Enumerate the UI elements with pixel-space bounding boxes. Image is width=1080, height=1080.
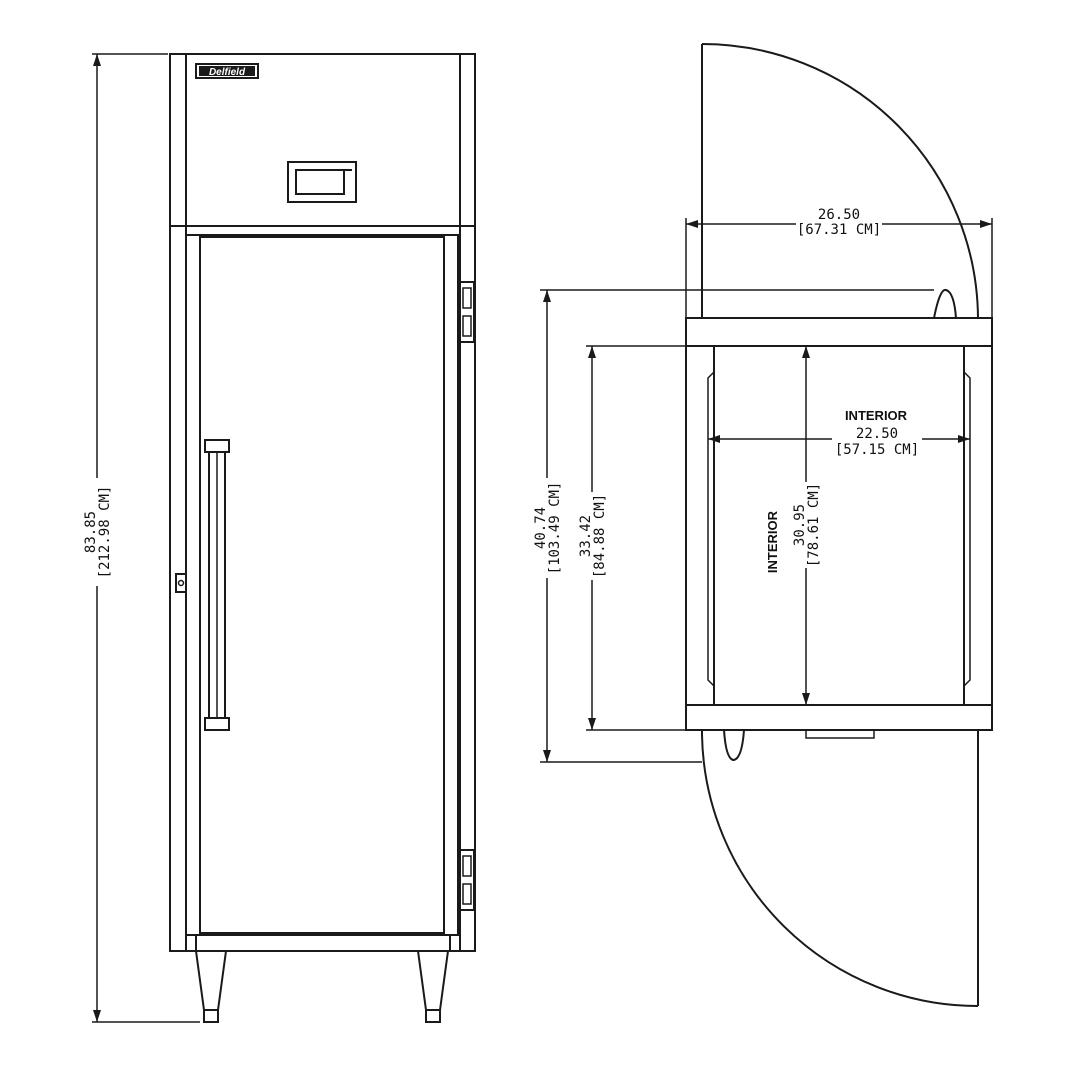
interior-depth-label: INTERIOR [765,510,780,573]
interior-width-cm-label: [57.15 CM] [835,442,919,458]
top-panel [685,317,993,347]
door-handle [204,439,230,731]
handle-top-plan [933,288,957,319]
door-hinge-top [459,281,475,343]
brand-logo: Delfield [195,63,259,79]
interior-depth-dimension: INTERIOR 30.95 [78.61 CM] [765,346,822,705]
height-inches-label: 83.85 [83,511,99,553]
cabinet-depth-inches-label: 33.42 [578,515,594,557]
control-display [287,161,357,203]
door [185,234,459,936]
height-dimension: 83.85 [212.98 CM] [83,53,200,1023]
overall-width-dimension: 26.50 [67.31 CM] [685,205,993,318]
cabinet-depth-dimension: 33.42 [84.88 CM] [578,345,686,731]
interior-width-dimension: INTERIOR 22.50 [57.15 CM] [708,408,970,458]
handle-bottom-plan [723,729,745,762]
interior-width-inches-label: 22.50 [856,426,898,442]
door-swing-arc-bottom [701,734,979,1007]
overall-depth-dimension: 40.74 [103.49 CM] [533,289,934,763]
top-view: 26.50 [67.31 CM] 4 [533,43,993,1007]
interior-depth-inches-label: 30.95 [792,504,808,546]
bottom-panel [685,704,993,731]
leg-left [194,950,228,1023]
brand-logo-text: Delfield [209,67,246,78]
leg-right [416,950,450,1023]
overall-depth-inches-label: 40.74 [533,507,549,549]
base-rail [195,934,451,952]
door-hinge-bottom [459,849,475,911]
top-housing [169,53,476,227]
cabinet-depth-cm-label: [84.88 CM] [592,494,608,578]
cabinet-plan [685,346,993,705]
overall-width-inches-label: 26.50 [818,207,860,223]
door-lock [175,573,187,593]
interior-depth-cm-label: [78.61 CM] [806,483,822,567]
front-view: 83.85 [212.98 CM] Delfield [83,53,476,1023]
bottom-vent-plan [805,729,875,739]
overall-depth-cm-label: [103.49 CM] [547,482,563,575]
overall-width-cm-label: [67.31 CM] [797,222,881,238]
door-swing-arc-top [701,43,979,319]
cabinet-body [169,225,476,952]
interior-width-label: INTERIOR [845,408,908,423]
height-cm-label: [212.98 CM] [97,486,113,579]
